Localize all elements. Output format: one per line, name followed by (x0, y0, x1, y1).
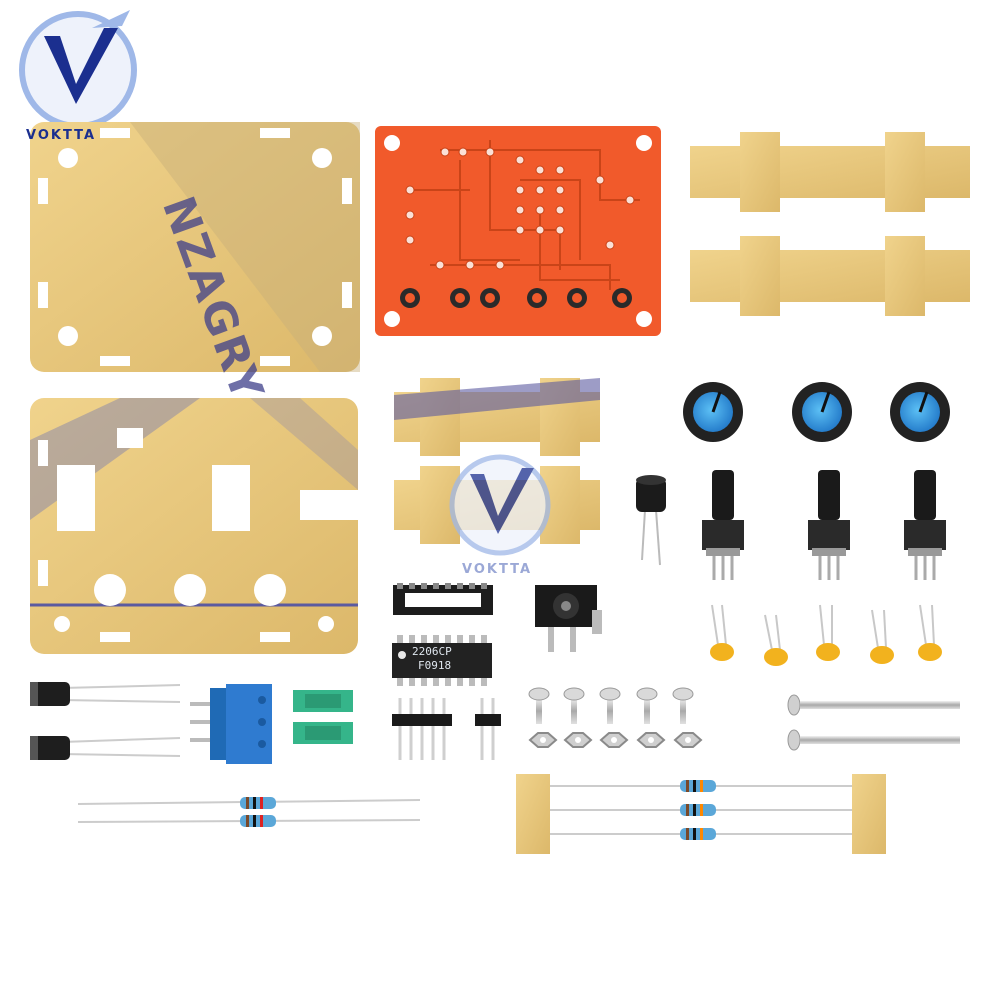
pcb-board (375, 126, 661, 336)
ic-part-number: 2206CP (412, 645, 452, 658)
resistors-tape-strip (516, 774, 886, 854)
acrylic-side-strips (690, 132, 970, 316)
jumper-caps (293, 690, 353, 744)
ic-chip (392, 635, 492, 686)
brand-name: VOKTTA (26, 128, 97, 143)
slide-switch (190, 684, 272, 764)
voktta-watermark (449, 454, 551, 556)
ceramic-capacitors (710, 604, 942, 666)
resistors-left (77, 797, 421, 827)
acrylic-bottom-panel (30, 398, 358, 654)
screws-and-nuts (528, 687, 703, 748)
knob-caps (683, 382, 950, 442)
dc-power-jack (535, 585, 602, 652)
voktta-logo (19, 10, 137, 129)
pin-headers (392, 698, 501, 760)
inductor (636, 475, 666, 566)
long-bolts (787, 694, 960, 751)
watermark-brand-name: VOKTTA (462, 562, 533, 577)
acrylic-top-panel (30, 122, 360, 372)
potentiometers (702, 470, 946, 580)
ic-code: F0918 (418, 659, 452, 672)
ic-socket (393, 583, 493, 615)
electrolytic-capacitors (30, 682, 181, 760)
